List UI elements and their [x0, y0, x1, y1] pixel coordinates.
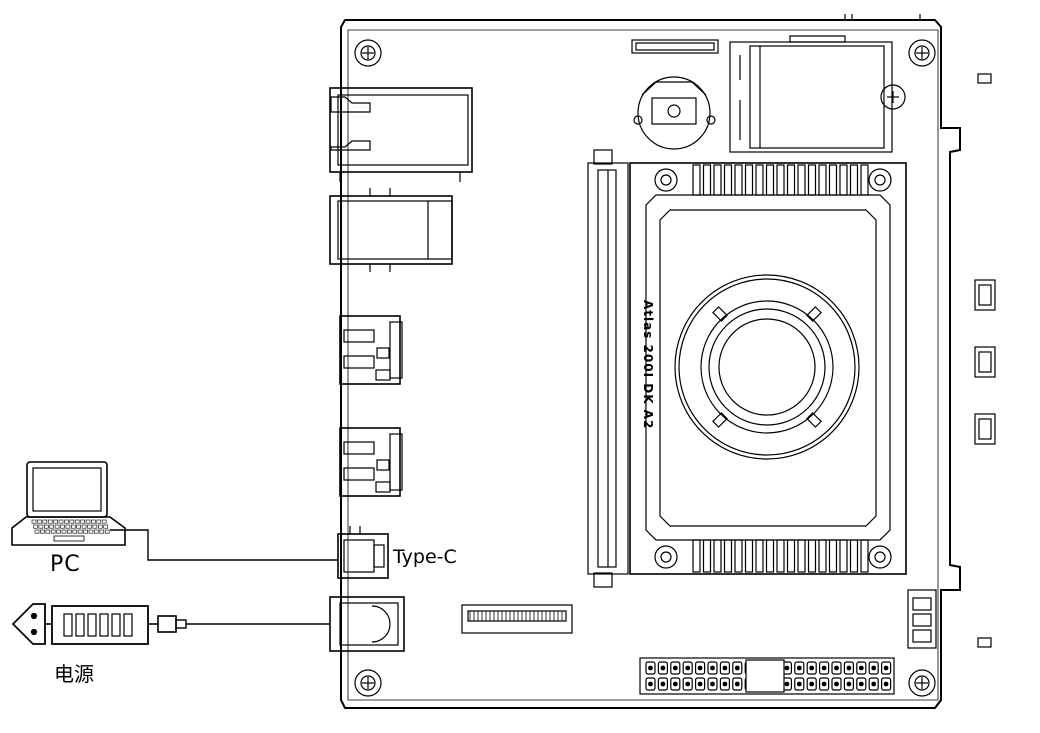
heatsink-module — [629, 162, 907, 575]
type-c-label: Type-C — [393, 546, 457, 568]
ethernet-port — [329, 87, 473, 182]
power-adapter-icon — [51, 605, 149, 645]
mounting-hole-tr — [908, 39, 936, 67]
ffc-connector — [631, 39, 719, 54]
board-name-label: Atlas 200I DK A2 — [641, 300, 655, 429]
mounting-hole-tl — [354, 39, 382, 67]
pc-cable — [110, 529, 338, 561]
side-slots — [974, 73, 996, 648]
fan-header — [907, 589, 937, 649]
usb-port-stack — [329, 188, 453, 272]
laptop-icon — [11, 461, 126, 546]
fpc-connector-bottom — [461, 604, 573, 634]
sodimm-slot — [587, 149, 629, 588]
usb-connector-icon — [148, 615, 187, 633]
pc-label: PC — [50, 552, 81, 577]
power-label: 电源 — [54, 662, 94, 686]
mounting-hole-br — [908, 669, 936, 697]
mounting-hole-bl — [354, 669, 382, 697]
hdmi-port-1 — [339, 315, 403, 385]
gpio-header — [639, 657, 895, 695]
power-plug-icon — [11, 603, 52, 645]
battery-holder — [633, 76, 716, 150]
type-c-port — [337, 526, 389, 579]
board-outline — [340, 14, 961, 709]
m2-slot — [729, 35, 906, 153]
hdmi-port-2 — [339, 427, 403, 497]
